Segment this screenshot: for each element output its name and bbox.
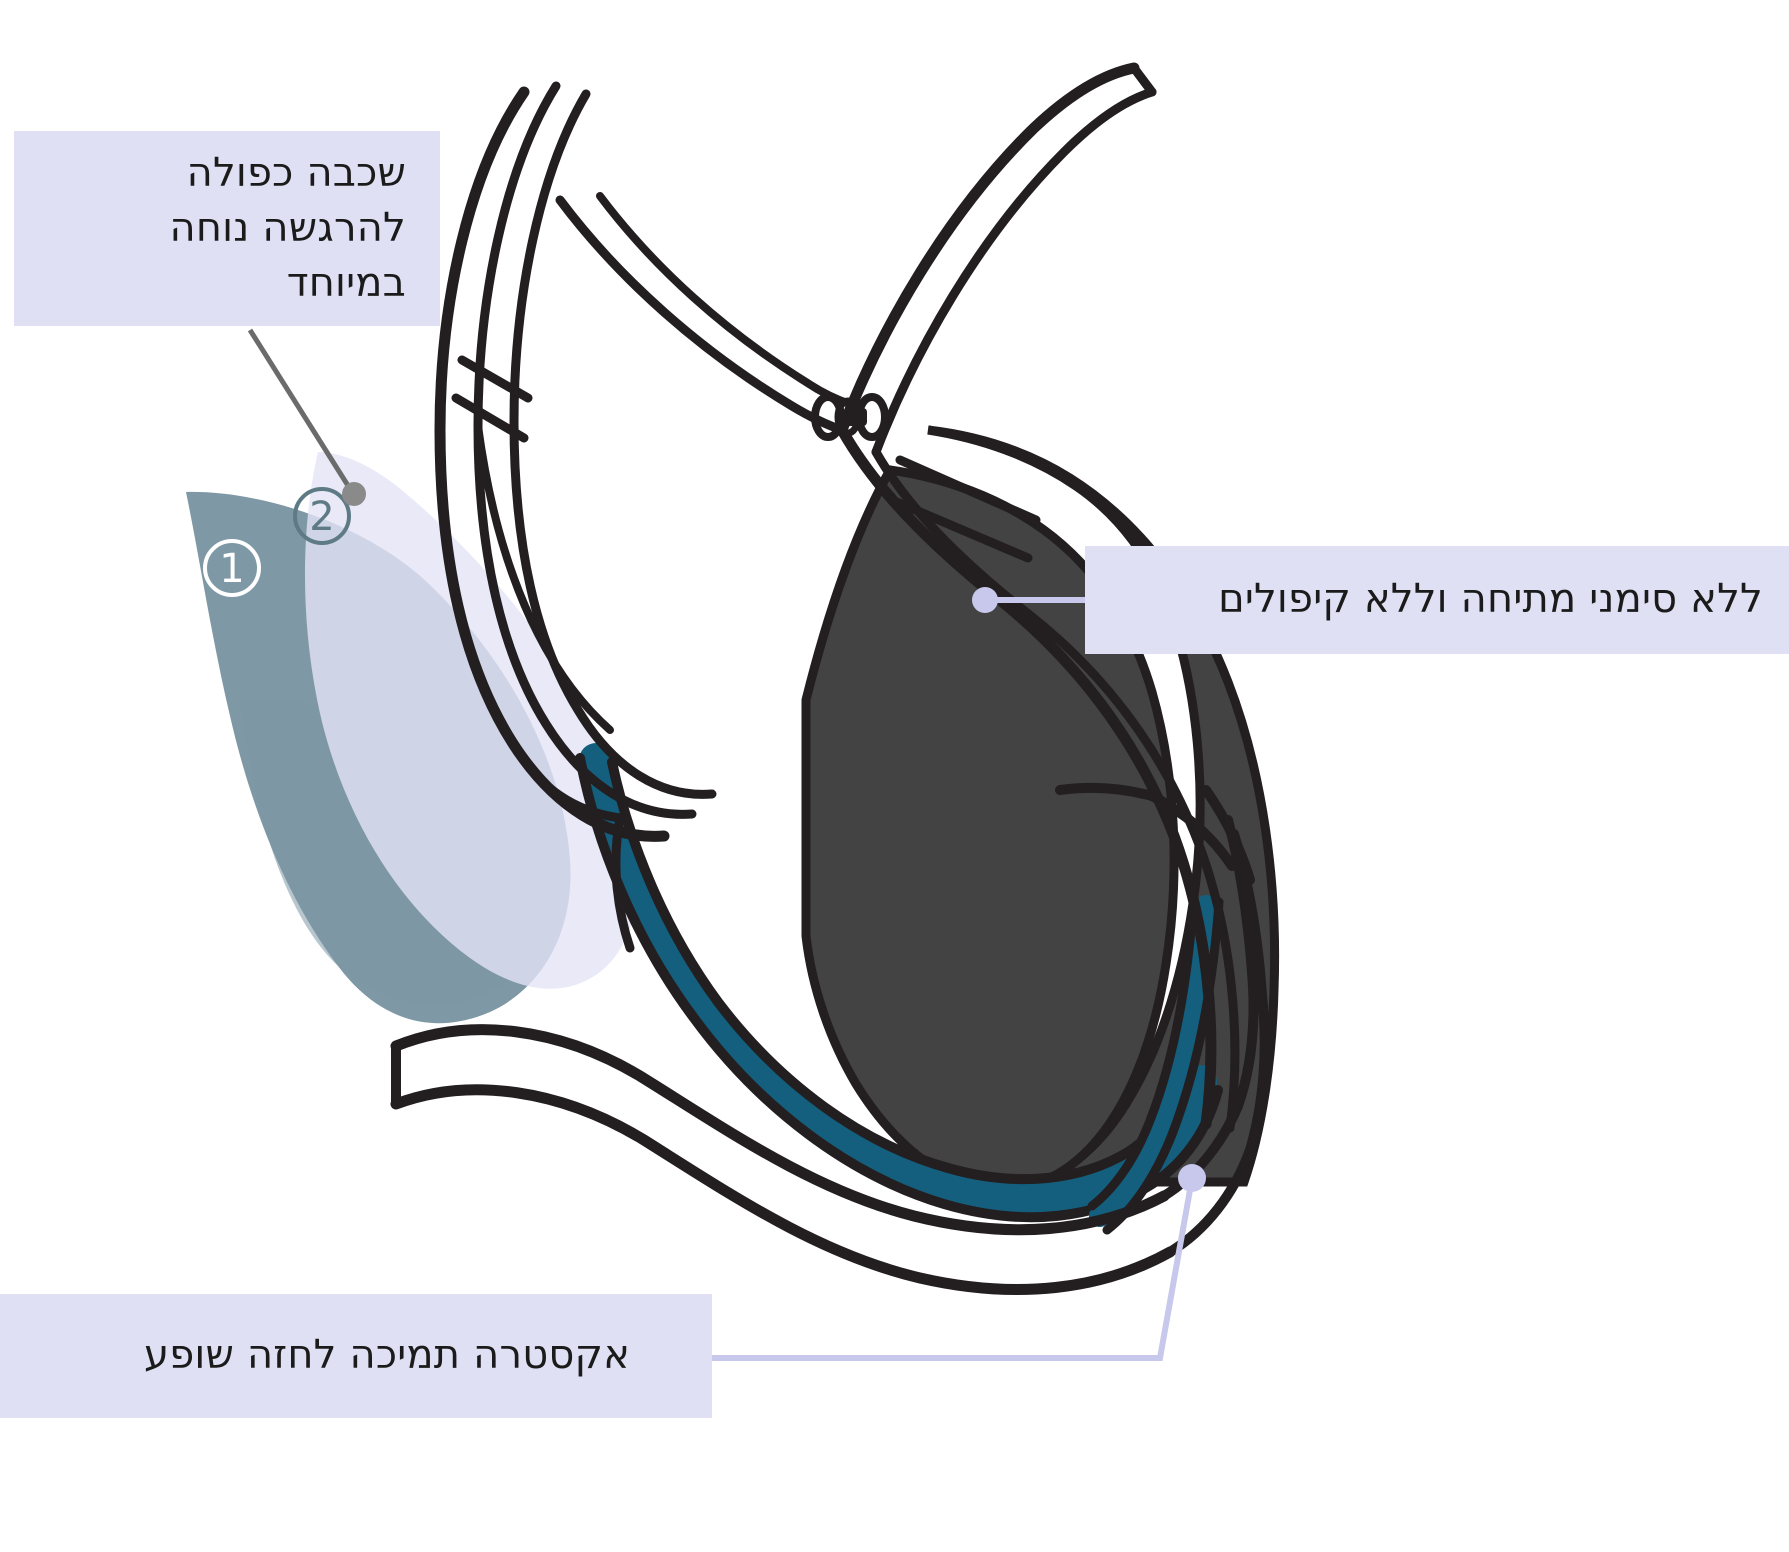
marker-1: 1 xyxy=(203,539,261,597)
callout-box-right: ללא סימני מתיחה וללא קיפולים xyxy=(1085,546,1789,654)
callout-text-top-left: שכבה כפולה להרגשה נוחה במיוחד xyxy=(169,149,406,307)
leader-dot-bottom xyxy=(1178,1164,1206,1192)
marker-1-label: 1 xyxy=(219,546,244,592)
leader-line-top xyxy=(247,328,366,506)
leader-dot-top xyxy=(342,482,366,506)
callout-box-top-left: שכבה כפולה להרגשה נוחה במיוחד xyxy=(14,131,440,326)
teal-side-trim xyxy=(1087,895,1224,1235)
callout-box-bottom-left: אקסטרה תמיכה לחזה שופע xyxy=(0,1294,712,1418)
leader-line-right xyxy=(972,587,1085,613)
callout-text-right: ללא סימני מתיחה וללא קיפולים xyxy=(1218,576,1763,623)
garment-outline xyxy=(390,62,1270,1296)
leader-line-bottom xyxy=(712,1164,1206,1361)
callout-text-bottom-left: אקסטרה תמיכה לחזה שופע xyxy=(143,1332,631,1379)
marker-2-label: 2 xyxy=(309,494,334,540)
leader-dot-right xyxy=(972,587,998,613)
cup-layer-two xyxy=(304,452,638,989)
strap-clasp xyxy=(811,393,889,441)
marker-2: 2 xyxy=(293,487,351,545)
